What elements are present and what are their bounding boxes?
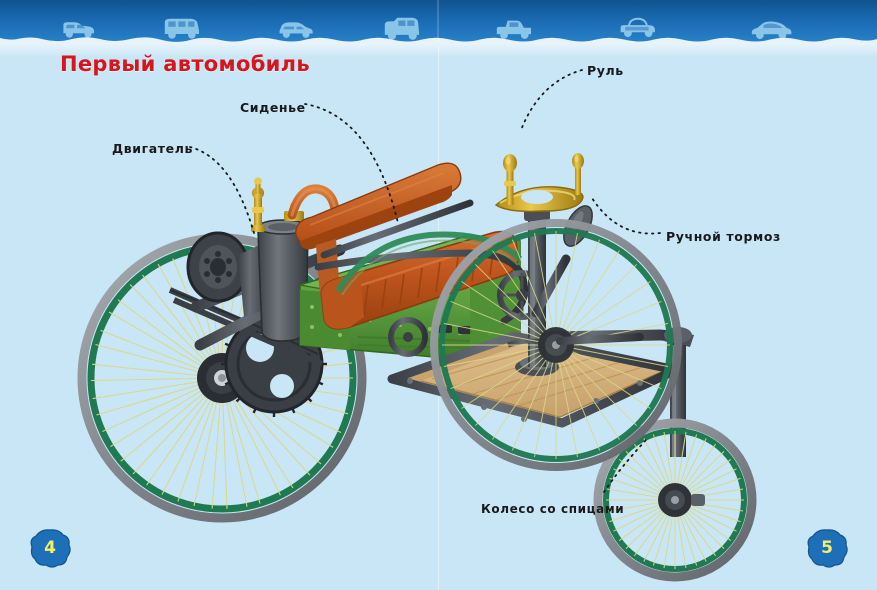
label-seat: Сиденье (240, 100, 306, 115)
steering-tiller (494, 153, 584, 213)
rear-axle (512, 333, 644, 349)
label-spoke-wheel: Колесо со спицами (481, 502, 625, 516)
page-number-right-text: 5 (821, 538, 833, 558)
snow-strip (0, 43, 877, 57)
page-number-left-text: 4 (44, 538, 56, 558)
brass-valve (251, 177, 265, 232)
label-hand-brake: Ручной тормоз (666, 229, 781, 244)
rear-wheel-right (430, 219, 682, 471)
chain-sprocket (221, 311, 327, 417)
page-title: Первый автомобиль (60, 52, 310, 76)
page-number-right: 5 (805, 528, 849, 568)
top-banner (0, 0, 877, 45)
label-engine: Двигатель (112, 141, 193, 156)
flywheel (186, 231, 250, 303)
crank-wheel-lower (388, 317, 428, 357)
automobile-illustration (77, 153, 757, 582)
label-steering-wheel: Руль (587, 63, 624, 78)
banner-car-icons (63, 17, 792, 40)
page-number-left: 4 (28, 528, 72, 568)
